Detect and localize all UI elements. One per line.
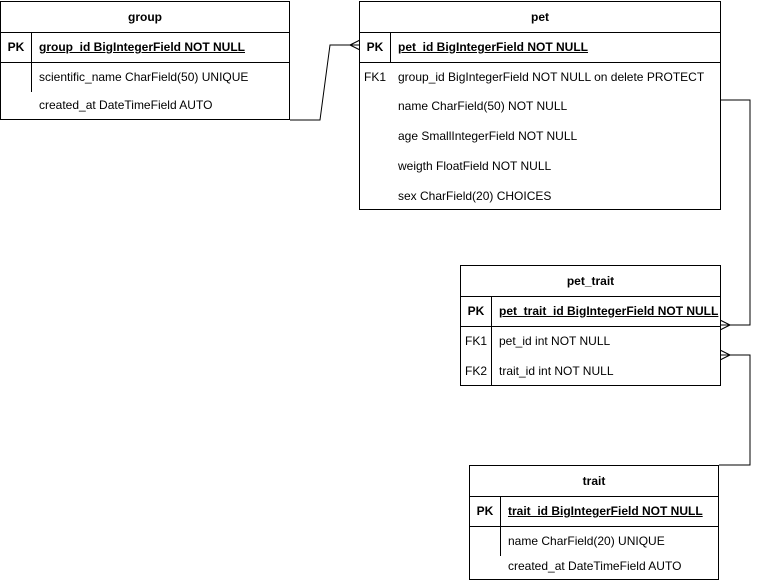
field-row[interactable]: created_at DateTimeField AUTO (470, 551, 718, 581)
field-text: scientific_name CharField(50) UNIQUE (39, 70, 249, 84)
table-pet[interactable]: pet PK pet_id BigIntegerField NOT NULL F… (359, 1, 721, 210)
table-trait[interactable]: trait PK trait_id BigIntegerField NOT NU… (469, 465, 719, 580)
key-label: FK1 (363, 70, 386, 84)
table-title: pet (360, 2, 720, 33)
key-label: FK2 (464, 364, 487, 378)
pk-field: group_id BigIntegerField NOT NULL (39, 40, 245, 54)
field-text: created_at DateTimeField AUTO (508, 559, 682, 573)
table-title: pet_trait (461, 266, 720, 297)
pk-field: trait_id BigIntegerField NOT NULL (508, 504, 703, 518)
field-text: name CharField(50) NOT NULL (398, 99, 568, 113)
field-row[interactable]: weigth FloatField NOT NULL (360, 151, 720, 181)
field-text: group_id BigIntegerField NOT NULL on del… (398, 70, 705, 84)
pk-field: pet_trait_id BigIntegerField NOT NULL (499, 304, 719, 318)
field-row[interactable]: scientific_name CharField(50) UNIQUE (1, 62, 289, 92)
field-text: sex CharField(20) CHOICES (398, 189, 552, 203)
table-title: trait (470, 466, 718, 497)
field-row[interactable]: name CharField(50) NOT NULL (360, 91, 720, 121)
pk-row[interactable]: PK group_id BigIntegerField NOT NULL (1, 32, 289, 63)
table-group[interactable]: group PK group_id BigIntegerField NOT NU… (0, 1, 290, 120)
link-group-pet (290, 44, 360, 121)
pk-label: PK (476, 504, 494, 518)
crowfoot-pettrait-pet (719, 319, 731, 331)
link-trait-pettrait (719, 354, 751, 466)
pk-label: PK (366, 40, 384, 54)
crowfoot-pet (349, 39, 361, 51)
pk-row[interactable]: PK pet_id BigIntegerField NOT NULL (360, 32, 720, 63)
table-title: group (1, 2, 289, 33)
field-text: name CharField(20) UNIQUE (508, 534, 665, 548)
pk-field: pet_id BigIntegerField NOT NULL (398, 40, 589, 54)
field-row[interactable]: sex CharField(20) CHOICES (360, 181, 720, 211)
field-row[interactable]: FK2 trait_id int NOT NULL (461, 356, 720, 386)
field-text: weigth FloatField NOT NULL (398, 159, 552, 173)
table-pet-trait[interactable]: pet_trait PK pet_trait_id BigIntegerFiel… (460, 265, 721, 386)
field-text: created_at DateTimeField AUTO (39, 98, 213, 112)
field-text: age SmallIntegerField NOT NULL (398, 129, 578, 143)
field-text: trait_id int NOT NULL (499, 364, 614, 378)
field-row[interactable]: created_at DateTimeField AUTO (1, 90, 289, 120)
pk-row[interactable]: PK pet_trait_id BigIntegerField NOT NULL (461, 296, 720, 327)
field-row[interactable]: name CharField(20) UNIQUE (470, 526, 718, 556)
field-row[interactable]: FK1 pet_id int NOT NULL (461, 326, 720, 356)
link-pet-pettrait (720, 99, 751, 326)
crowfoot-pettrait-trait (719, 349, 731, 361)
field-row[interactable]: FK1 group_id BigIntegerField NOT NULL on… (360, 62, 720, 92)
pk-row[interactable]: PK trait_id BigIntegerField NOT NULL (470, 496, 718, 527)
key-label: FK1 (464, 334, 487, 348)
pk-label: PK (7, 40, 25, 54)
field-row[interactable]: age SmallIntegerField NOT NULL (360, 121, 720, 151)
pk-label: PK (467, 304, 485, 318)
field-text: pet_id int NOT NULL (499, 334, 611, 348)
